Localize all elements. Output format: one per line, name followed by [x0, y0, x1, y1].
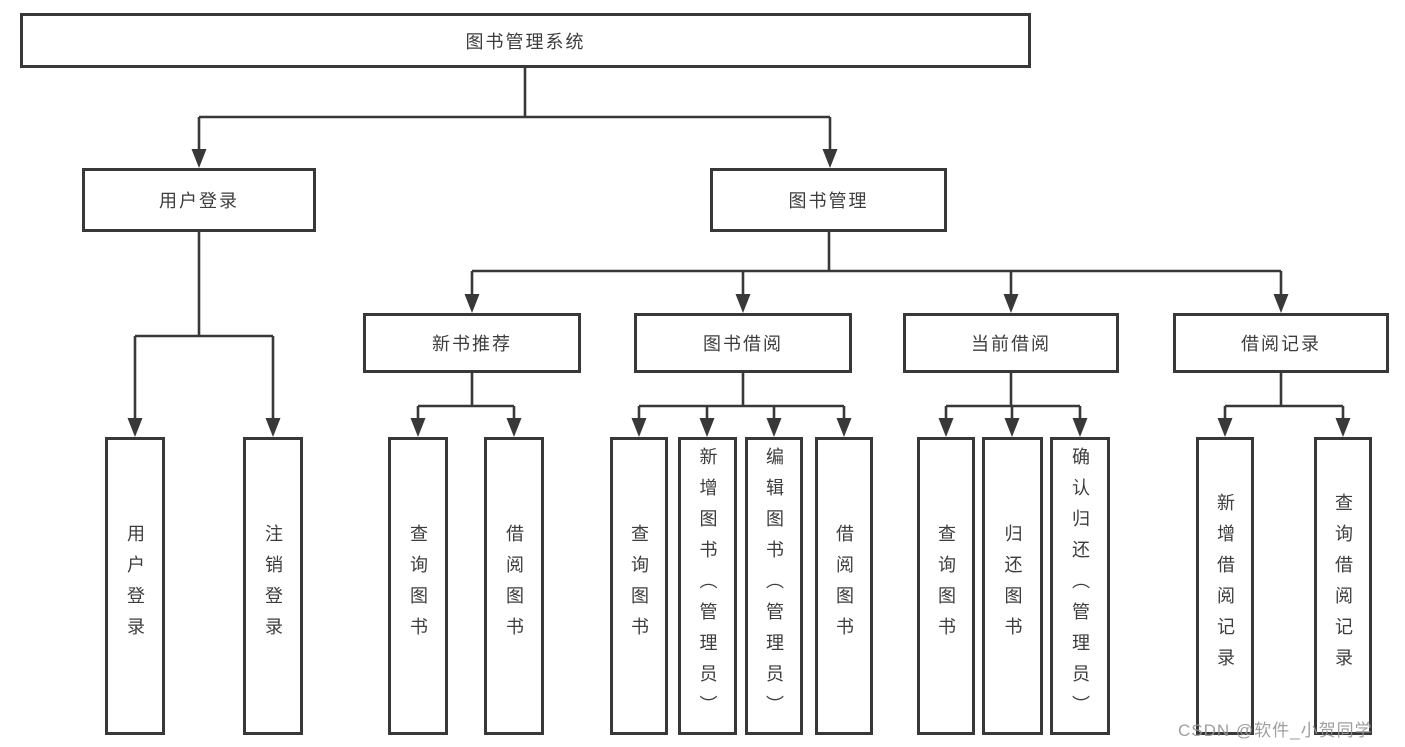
- node-new-book-recommendation: 新书推荐: [363, 313, 581, 373]
- leaf-logout-login-label: 注销登录: [263, 524, 283, 648]
- node-book-management: 图书管理: [710, 168, 947, 232]
- leaf-query-books-borrowing: 查询图书: [610, 437, 668, 735]
- leaf-user-login-label: 用户登录: [125, 524, 145, 648]
- node-current-borrowing: 当前借阅: [903, 313, 1119, 373]
- leaf-logout-login: 注销登录: [243, 437, 303, 735]
- leaf-borrow-books-borrowing-label: 借阅图书: [834, 524, 854, 648]
- leaf-query-borrow-record: 查询借阅记录: [1314, 437, 1372, 735]
- leaf-add-books-admin-label: 新增图书（管理员）: [697, 446, 718, 726]
- leaf-borrow-books-recommend-label: 借阅图书: [504, 524, 524, 648]
- leaf-query-borrow-record-label: 查询借阅记录: [1333, 493, 1353, 679]
- leaf-edit-books-admin-label: 编辑图书（管理员）: [764, 446, 784, 726]
- watermark-text: CSDN @软件_小贺同学: [1178, 721, 1373, 740]
- leaf-add-borrow-record: 新增借阅记录: [1196, 437, 1254, 735]
- leaf-borrow-books-recommend: 借阅图书: [484, 437, 544, 735]
- leaf-query-books-current-label: 查询图书: [936, 524, 956, 648]
- leaf-confirm-return-admin: 确认归还（管理员）: [1050, 437, 1110, 735]
- node-book-borrowing: 图书借阅: [634, 313, 852, 373]
- leaf-query-books-borrowing-label: 查询图书: [629, 524, 649, 648]
- leaf-query-books-recommend-label: 查询图书: [408, 524, 428, 648]
- leaf-confirm-return-admin-label: 确认归还（管理员）: [1070, 446, 1090, 726]
- node-borrowing-records: 借阅记录: [1173, 313, 1389, 373]
- leaf-user-login: 用户登录: [105, 437, 165, 735]
- leaf-add-books-admin: 新增图书（管理员）: [678, 437, 737, 735]
- node-library-management-system: 图书管理系统: [20, 13, 1031, 68]
- leaf-edit-books-admin: 编辑图书（管理员）: [745, 437, 803, 735]
- leaf-return-books-label: 归还图书: [1002, 524, 1023, 648]
- leaf-return-books: 归还图书: [982, 437, 1043, 735]
- node-user-login: 用户登录: [82, 168, 316, 232]
- leaf-add-borrow-record-label: 新增借阅记录: [1215, 493, 1235, 679]
- leaf-query-books-current: 查询图书: [917, 437, 975, 735]
- leaf-borrow-books-borrowing: 借阅图书: [815, 437, 873, 735]
- leaf-query-books-recommend: 查询图书: [388, 437, 448, 735]
